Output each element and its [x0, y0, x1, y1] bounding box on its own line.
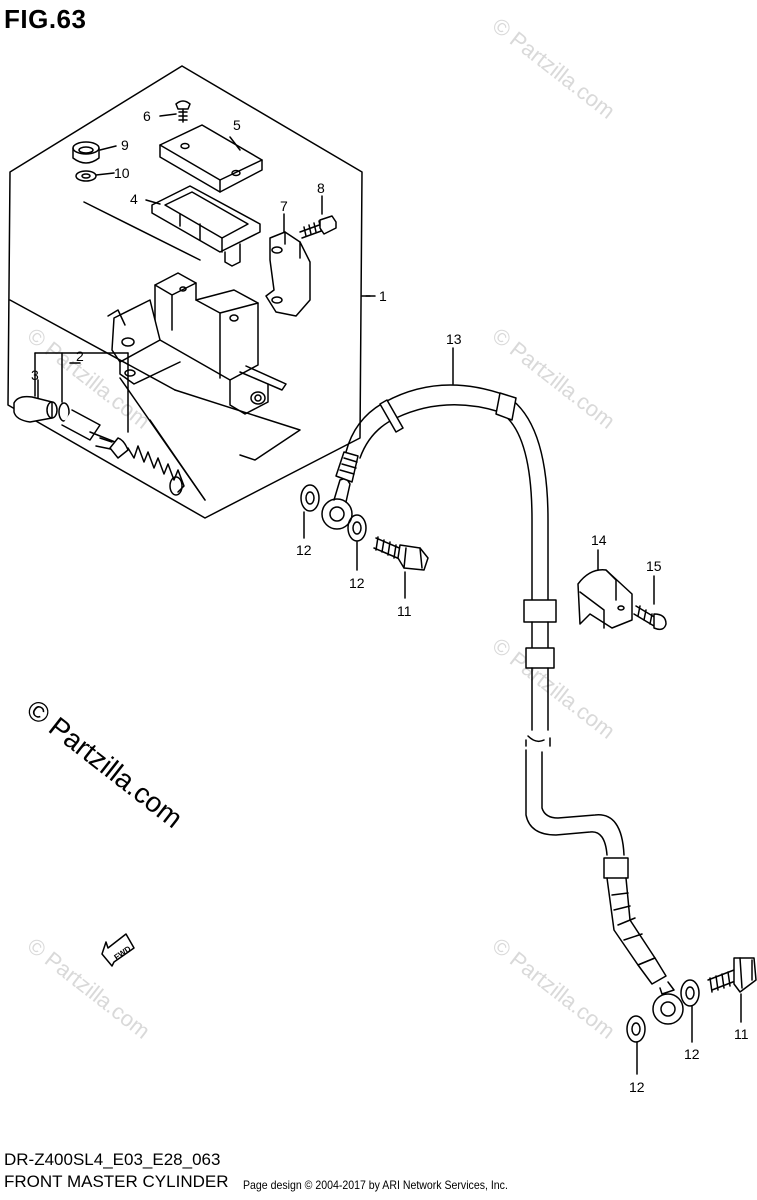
callout-4: 4 — [130, 191, 138, 207]
callout-5: 5 — [233, 117, 241, 133]
part-3-boot — [13, 395, 58, 423]
part-9-boot — [72, 141, 117, 164]
page-credit: Page design © 2004-2017 by ARI Network S… — [243, 1178, 508, 1192]
part-7-clamp — [265, 213, 311, 317]
inner-guide — [9, 299, 301, 501]
figure-name: FRONT MASTER CYLINDER — [4, 1172, 229, 1191]
part-15-screw — [633, 575, 667, 631]
callout-12c: 12 — [684, 1046, 700, 1062]
part-4-diaphragm — [145, 185, 261, 267]
callout-6: 6 — [143, 108, 151, 124]
callout-3: 3 — [31, 367, 39, 383]
leaders-2-3 — [34, 352, 129, 433]
callout-7: 7 — [280, 198, 288, 214]
callout-9: 9 — [121, 137, 129, 153]
callout-14: 14 — [591, 532, 607, 548]
part-2-piston — [58, 402, 185, 496]
part-5-cap — [159, 124, 263, 193]
callout-13: 13 — [446, 331, 462, 347]
figure-title: FIG.63 — [4, 4, 87, 34]
master-cylinder-body — [107, 272, 287, 415]
callout-15: 15 — [646, 558, 662, 574]
callout-11b: 11 — [734, 1026, 749, 1042]
part-14-clamp — [577, 549, 633, 629]
part-12-washers — [300, 484, 700, 1075]
part-8-bolt — [299, 195, 337, 239]
callout-11a: 11 — [397, 603, 412, 619]
callout-12a: 12 — [296, 542, 312, 558]
callout-2: 2 — [76, 348, 84, 364]
figure-code: DR-Z400SL4_E03_E28_063 — [4, 1150, 221, 1169]
fwd-arrow — [101, 933, 135, 967]
part-13-hose — [321, 347, 684, 1025]
part-11-bolts — [373, 536, 757, 1023]
callout-10: 10 — [114, 165, 130, 181]
callout-8: 8 — [317, 180, 325, 196]
callout-12d: 12 — [629, 1079, 645, 1095]
callout-1: 1 — [379, 288, 387, 304]
part-6-screw — [159, 100, 191, 123]
part-10-washer — [75, 170, 115, 182]
callout-12b: 12 — [349, 575, 365, 591]
